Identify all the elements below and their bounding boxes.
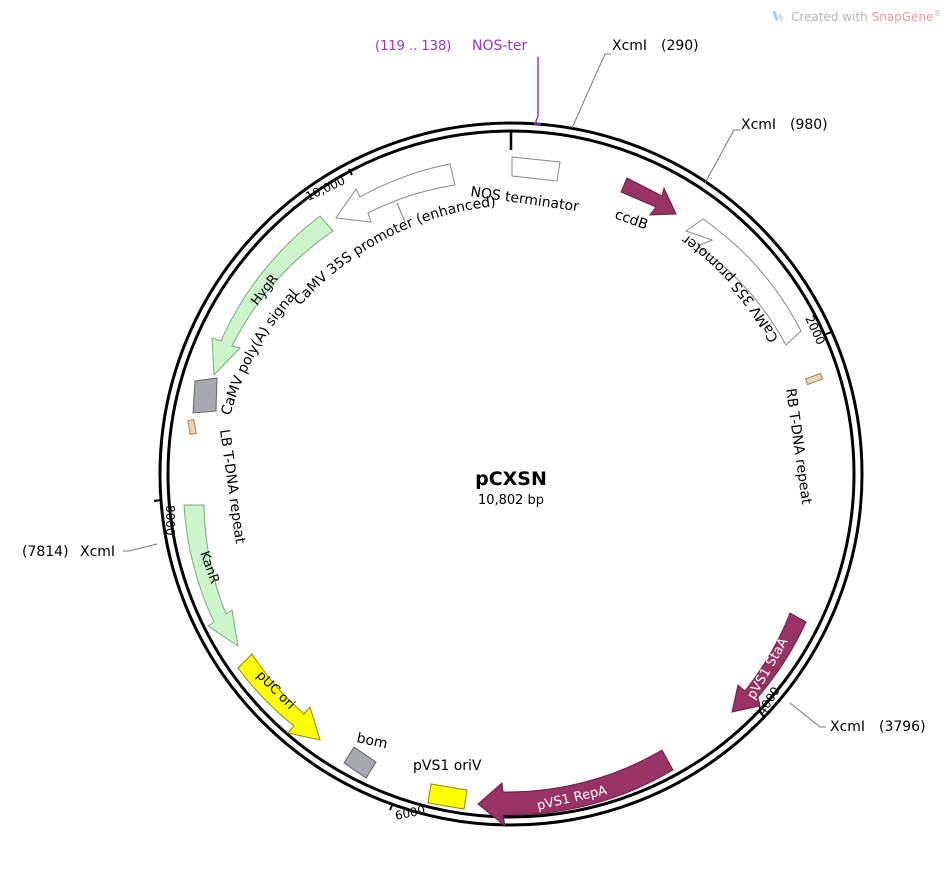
feature-kanr[interactable]: KanR	[183, 504, 239, 648]
watermark-brand: SnapGene	[872, 10, 934, 24]
xcmi-290-leader	[571, 53, 611, 129]
watermark-mark: ®	[933, 9, 941, 18]
feature-bom[interactable]: bom	[343, 730, 389, 779]
tick-6000-label: 6000	[394, 803, 427, 823]
site-nos-ter[interactable]: (119 .. 138) NOS-ter	[375, 38, 541, 125]
site-xcmi-290[interactable]: XcmI (290)	[571, 38, 699, 129]
tick-6000-mark	[389, 802, 394, 811]
site-xcmi-3796[interactable]: XcmI (3796)	[789, 702, 926, 735]
xcmi-980-pos: (980)	[790, 117, 828, 133]
puc-ori-arrow	[237, 653, 321, 741]
bom-label: bom	[355, 730, 389, 752]
pvs1-repa-arrow	[477, 749, 674, 828]
svg-text:Created with SnapGene®: Created with SnapGene®	[791, 9, 941, 24]
kanr-arrow	[183, 504, 239, 648]
xcmi-980-name: XcmI	[741, 117, 776, 133]
xcmi-3796-pos: (3796)	[879, 719, 926, 735]
nos-terminator-box	[511, 156, 561, 182]
backbone	[158, 121, 864, 827]
camv35s-enhanced-arrow	[335, 163, 456, 223]
pvs1-staa-arrow	[731, 612, 807, 713]
plasmid-length: 10,802 bp	[478, 493, 544, 508]
feature-camv35s-promoter[interactable]: CaMV 35S promoter	[679, 218, 802, 346]
xcmi-7814-pos: (7814)	[22, 544, 69, 560]
xcmi-290-pos: (290)	[661, 38, 699, 54]
plasmid-name: pCXSN	[475, 468, 547, 490]
pvs1-oriv-box	[427, 783, 468, 810]
tick-4000-mark	[759, 711, 766, 719]
feature-rb-tdna-repeat[interactable]: RB T-DNA repeat	[782, 372, 824, 506]
camv35s-enhanced-leader	[396, 202, 406, 223]
nos-ter-range: (119 .. 138)	[375, 39, 451, 54]
watermark-prefix: Created with	[791, 10, 872, 24]
tick-8000-label: 8000	[163, 505, 177, 536]
hygr-arrow	[211, 215, 334, 377]
ccdb-label: ccdB	[613, 207, 650, 234]
feature-ccdb[interactable]: ccdB	[613, 177, 677, 234]
xcmi-290-name: XcmI	[612, 38, 647, 54]
nos-ter-name: NOS-ter	[472, 38, 528, 54]
lb-tdna-label: LB T-DNA repeat	[216, 428, 248, 545]
snapgene-watermark: Created with SnapGene®	[772, 9, 941, 24]
lb-tdna-box	[187, 419, 197, 435]
xcmi-3796-name: XcmI	[830, 719, 865, 735]
snapgene-logo-icon	[772, 10, 784, 22]
camv35s-enhanced-label: CaMV 35S promoter (enhanced)	[291, 194, 496, 309]
site-xcmi-980[interactable]: XcmI (980)	[704, 117, 828, 184]
site-xcmi-7814[interactable]: (7814) XcmI	[22, 543, 158, 560]
pvs1-oriv-label: pVS1 oriV	[413, 758, 482, 774]
bom-box	[343, 746, 377, 779]
tick-marks	[153, 168, 833, 811]
camv-polya-box	[192, 377, 218, 414]
xcmi-7814-leader	[123, 543, 158, 552]
tick-2000-mark	[825, 331, 833, 335]
feature-pvs1-oriv[interactable]: pVS1 oriV	[413, 758, 482, 810]
tick-10000-mark	[348, 168, 353, 176]
xcmi-3796-leader	[789, 702, 826, 728]
rb-tdna-box	[804, 372, 824, 386]
xcmi-980-leader	[704, 129, 740, 184]
rb-tdna-label: RB T-DNA repeat	[782, 387, 814, 506]
feature-pvs1-repa[interactable]: pVS1 RepA	[477, 749, 674, 828]
ccdb-arrow	[620, 177, 677, 216]
tick-8000-mark	[153, 499, 162, 502]
xcmi-7814-name: XcmI	[80, 544, 115, 560]
camv35s-promoter-arrow	[684, 218, 802, 346]
nos-ter-leader	[533, 57, 541, 125]
